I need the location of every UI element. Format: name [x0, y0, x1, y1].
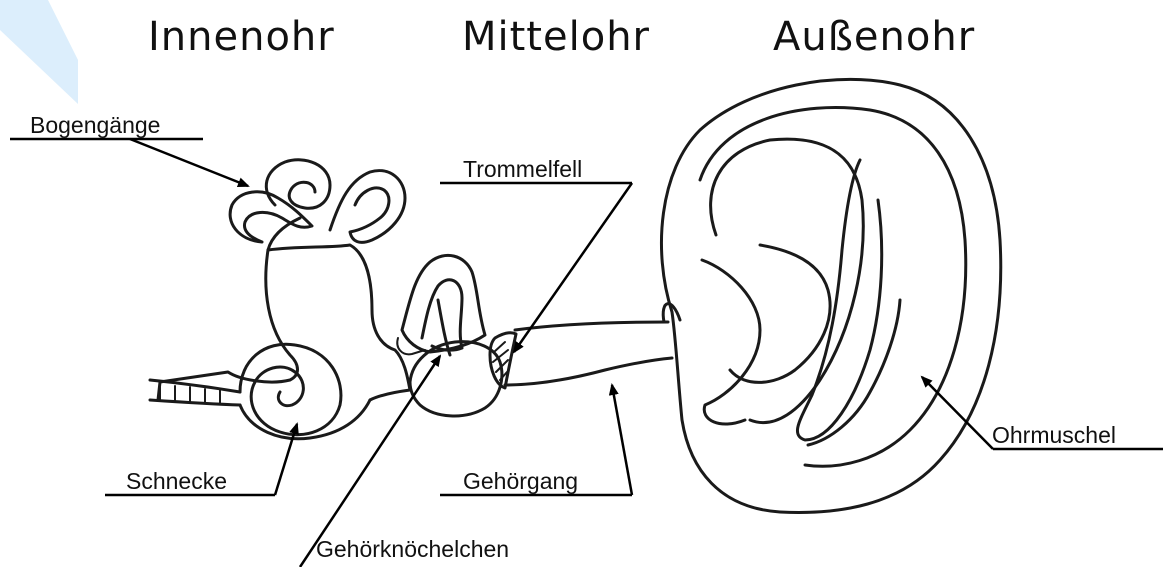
heading-mittelohr: Mittelohr — [462, 14, 650, 60]
leader-gehoergang — [612, 385, 632, 495]
leader-bogengaenge — [130, 139, 248, 186]
label-gehoerknoechelchen: Gehörknöchelchen — [316, 536, 509, 563]
inner-ear-shape — [150, 160, 410, 439]
leader-trommelfell — [514, 183, 632, 352]
corner-mark — [0, 0, 78, 104]
label-trommelfell: Trommelfell — [463, 156, 582, 183]
heading-aussenohr: Außenohr — [773, 14, 975, 60]
heading-innenohr: Innenohr — [148, 14, 335, 60]
label-schnecke: Schnecke — [126, 468, 227, 495]
middle-ear-shape — [397, 255, 502, 416]
label-bogengaenge: Bogengänge — [30, 112, 160, 139]
ear-canal-shape — [505, 304, 680, 385]
label-ohrmuschel: Ohrmuschel — [992, 422, 1116, 449]
auricle-shape — [661, 79, 1000, 512]
label-gehoergang: Gehörgang — [463, 468, 578, 495]
